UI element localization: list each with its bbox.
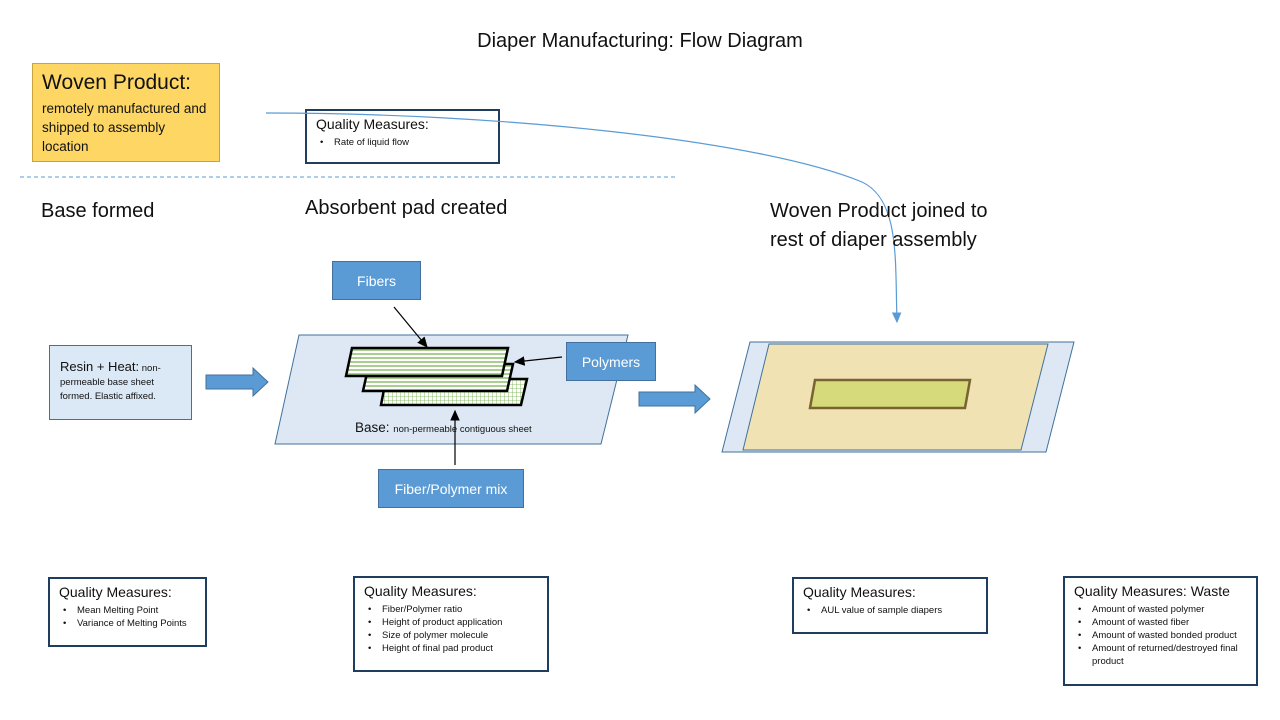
qm-title: Quality Measures: [364, 583, 477, 599]
step-base-formed: Base formed [41, 200, 155, 222]
fibers-box: Fibers [332, 261, 421, 300]
quality-measures-waste: Quality Measures: Waste Amount of wasted… [1063, 576, 1258, 686]
qm-title: Quality Measures: [59, 584, 172, 600]
qm-item: Rate of liquid flow [316, 136, 489, 149]
fiber-polymer-mix-box: Fiber/Polymer mix [378, 469, 524, 508]
qm-item: Height of final pad product [364, 642, 538, 655]
resin-heat-title: Resin + Heat: [60, 359, 140, 374]
qm-item: Amount of returned/destroyed final produ… [1074, 642, 1247, 668]
polymers-arrow [513, 356, 563, 366]
step-woven-joined-line1: Woven Product joined to [770, 200, 988, 222]
step-woven-joined: Woven Product joined to rest of diaper a… [770, 197, 988, 255]
qm-title: Quality Measures: [803, 584, 916, 600]
qm-item: AUL value of sample diapers [803, 604, 977, 617]
block-arrow-1 [205, 366, 269, 398]
base-sheet-description: non-permeable contiguous sheet [393, 424, 532, 435]
qm-item: Amount of wasted fiber [1074, 616, 1247, 629]
woven-product-description: remotely manufactured and shipped to ass… [42, 101, 207, 154]
base-sheet-title: Base: [355, 420, 390, 435]
qm-title: Quality Measures: Waste [1074, 583, 1230, 599]
quality-measures-top: Quality Measures: Rate of liquid flow [305, 109, 500, 164]
qm-item: Mean Melting Point [59, 604, 196, 617]
woven-product-box: Woven Product: remotely manufactured and… [32, 63, 220, 162]
qm-item: Height of product application [364, 616, 538, 629]
assembly-pad [808, 378, 972, 410]
block-arrow-2 [638, 383, 711, 415]
quality-measures-assembly: Quality Measures: AUL value of sample di… [792, 577, 988, 634]
base-sheet-label: Base: non-permeable contiguous sheet [355, 420, 532, 435]
quality-measures-base: Quality Measures: Mean Melting Point Var… [48, 577, 207, 647]
woven-product-title: Woven Product: [42, 71, 192, 94]
step-absorbent-pad: Absorbent pad created [305, 197, 508, 219]
step-woven-joined-line2: rest of diaper assembly [770, 229, 977, 251]
qm-item: Amount of wasted bonded product [1074, 629, 1247, 642]
qm-title: Quality Measures: [316, 116, 429, 132]
fibers-arrow [393, 306, 428, 348]
resin-heat-description: non-permeable base sheet formed. Elastic… [60, 363, 161, 402]
woven-connector-arrow [265, 112, 902, 324]
qm-item: Size of polymer molecule [364, 629, 538, 642]
resin-heat-box: Resin + Heat: non-permeable base sheet f… [49, 345, 192, 420]
qm-item: Amount of wasted polymer [1074, 603, 1247, 616]
diagram-title: Diaper Manufacturing: Flow Diagram [477, 30, 803, 52]
polymers-box: Polymers [566, 342, 656, 381]
pad-layer-top [344, 346, 510, 378]
qm-item: Variance of Melting Points [59, 617, 196, 630]
qm-item: Fiber/Polymer ratio [364, 603, 538, 616]
quality-measures-pad: Quality Measures: Fiber/Polymer ratio He… [353, 576, 549, 672]
